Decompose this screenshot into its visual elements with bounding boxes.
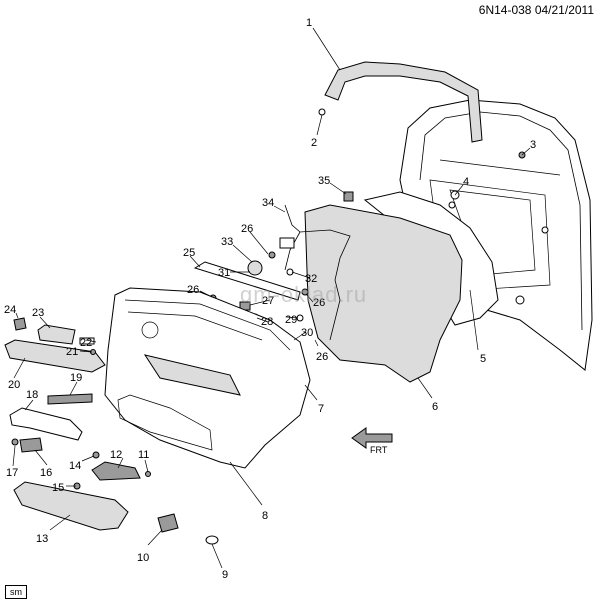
callout-31: 31 — [218, 267, 230, 279]
callout-28: 28 — [261, 316, 273, 328]
callout-10: 10 — [137, 552, 149, 564]
sm-badge: sm — [5, 585, 27, 599]
callout-18: 18 — [26, 389, 38, 401]
part-10-lock-switch — [157, 513, 179, 533]
callout-5: 5 — [480, 353, 486, 365]
diagram-date: 04/21/2011 — [534, 3, 594, 17]
callout-7: 7 — [318, 403, 324, 415]
part-connector — [279, 237, 295, 249]
part-9-cap — [205, 535, 219, 545]
callout-26c: 26 — [313, 297, 325, 309]
callout-16: 16 — [40, 467, 52, 479]
part-14-fastener — [92, 451, 100, 459]
callout-12: 12 — [110, 449, 122, 461]
part-23-switch-bezel — [37, 324, 76, 345]
callout-14: 14 — [69, 460, 81, 472]
callout-20: 20 — [8, 379, 20, 391]
part-13-armrest — [13, 481, 129, 531]
callout-24: 24 — [4, 304, 16, 316]
diagram-code: 6N14-038 — [478, 3, 532, 17]
part-11-fastener — [145, 471, 151, 477]
part-22-clip — [79, 337, 95, 345]
part-34-wiring-harness — [284, 204, 351, 341]
callout-2: 2 — [311, 137, 317, 149]
part-2-fastener — [318, 108, 326, 116]
callout-9: 9 — [222, 569, 228, 581]
part-26-clip-c — [301, 288, 309, 296]
callout-6: 6 — [432, 401, 438, 413]
part-1-upper-molding — [324, 61, 483, 143]
callout-11: 11 — [138, 449, 149, 461]
part-16-switch — [19, 437, 43, 453]
armrest-area — [143, 354, 241, 396]
part-35-clip — [343, 191, 354, 202]
callout-17: 17 — [6, 467, 18, 479]
callout-21: 21 — [66, 346, 78, 358]
part-12-bracket — [91, 461, 141, 481]
watermark: gm-oklad.ru — [240, 282, 368, 307]
callout-4: 4 — [463, 176, 469, 188]
front-arrow: FRT — [351, 427, 393, 455]
callout-26b: 26 — [187, 284, 199, 296]
part-19-trim-strip — [47, 393, 93, 405]
callout-13: 13 — [36, 533, 48, 545]
front-arrow-label: FRT — [370, 445, 388, 455]
part-17-fastener — [11, 438, 19, 446]
callout-27: 27 — [262, 295, 274, 307]
part-18-bezel — [9, 407, 83, 441]
callout-25: 25 — [183, 247, 195, 259]
callout-19: 19 — [70, 372, 82, 384]
callout-22: 22 — [80, 337, 92, 349]
callout-23: 23 — [32, 307, 44, 319]
diagram-header: 6N14-038 04/21/2011 — [479, 3, 594, 17]
callout-30: 30 — [301, 327, 313, 339]
part-24-nut — [13, 317, 27, 331]
callout-labels: 1 2 3 4 5 6 7 8 9 10 11 12 13 14 15 16 1… — [4, 17, 536, 581]
part-20-pull-handle-trim — [4, 339, 106, 373]
part-33-speaker — [247, 260, 263, 276]
callout-34: 34 — [262, 197, 274, 209]
callout-26d: 26 — [316, 351, 328, 363]
leader-lines — [12, 27, 531, 569]
part-25-strip — [193, 261, 301, 301]
callout-35: 35 — [318, 175, 330, 187]
callout-3: 3 — [530, 139, 536, 151]
callout-32: 32 — [305, 273, 317, 285]
door-pocket — [117, 394, 213, 451]
callout-8: 8 — [262, 510, 268, 522]
callout-1: 1 — [306, 17, 312, 29]
callout-15: 15 — [52, 482, 64, 494]
callout-29: 29 — [285, 314, 297, 326]
callout-26a: 26 — [241, 223, 253, 235]
callout-33: 33 — [221, 236, 233, 248]
part-26-clip-a — [268, 251, 276, 259]
